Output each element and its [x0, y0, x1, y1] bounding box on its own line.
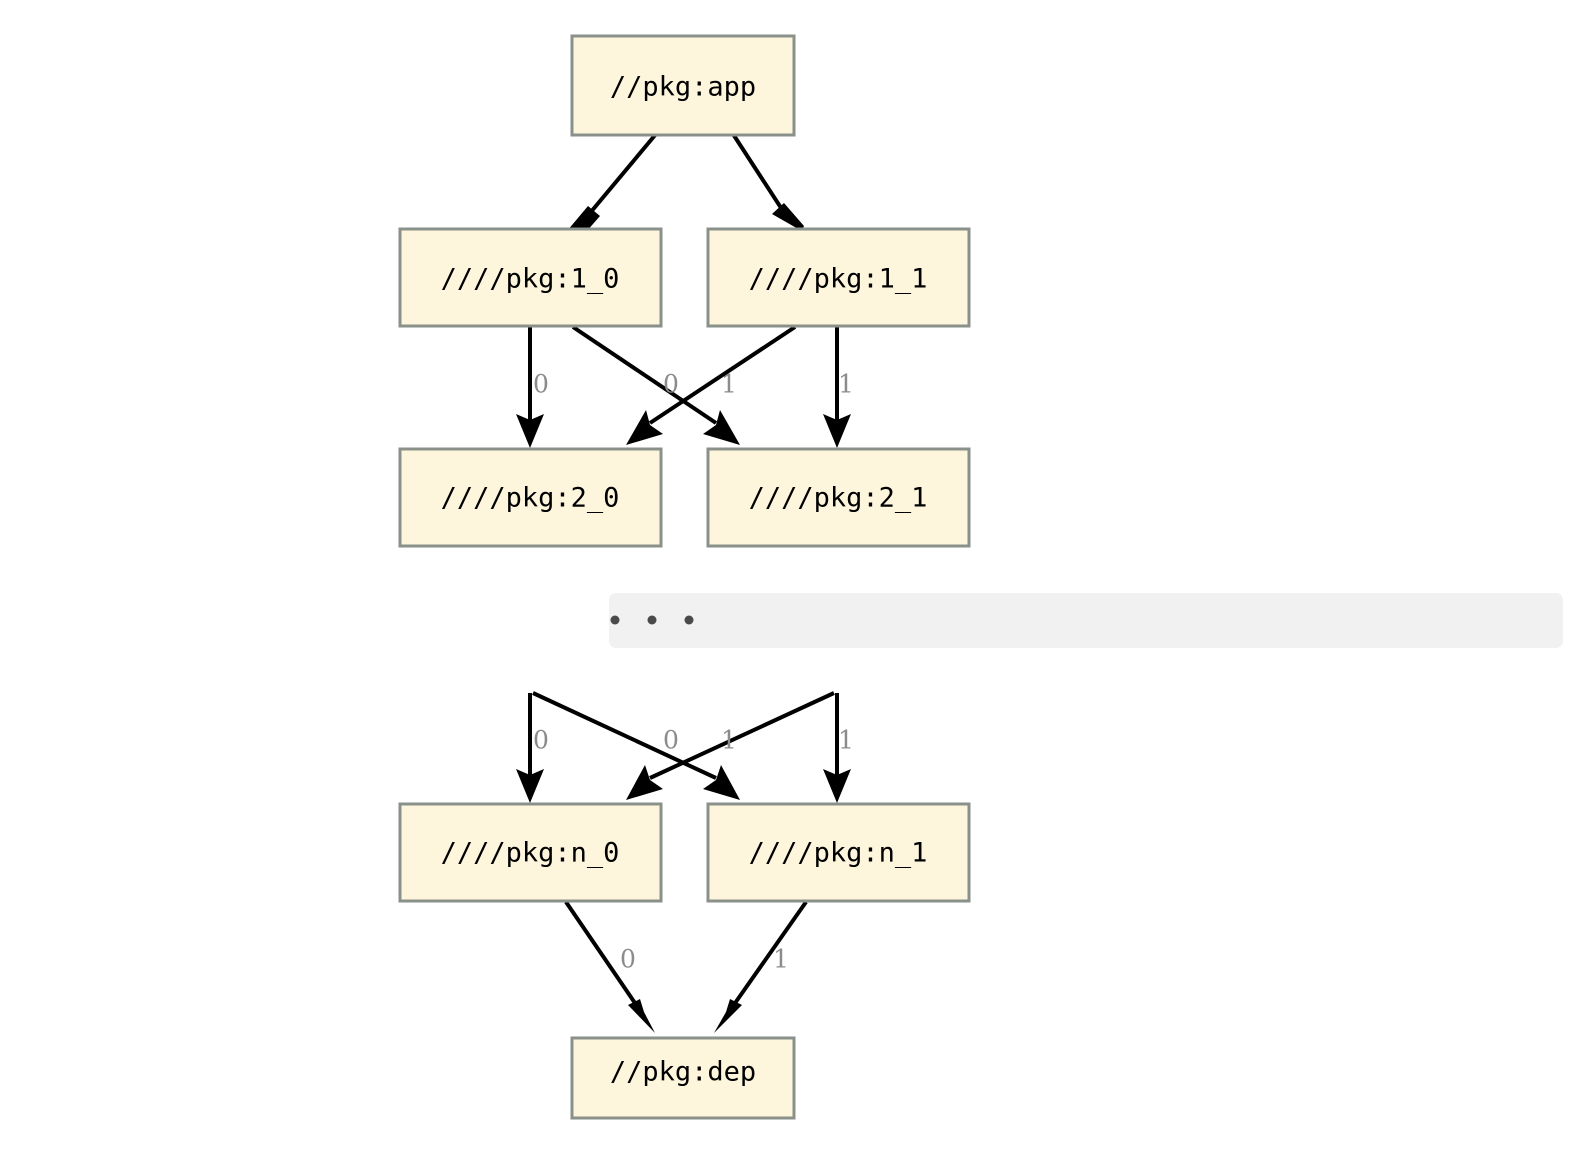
elided-section-indicator[interactable]	[609, 593, 1563, 648]
node-pkg-1_1[interactable]: ////pkg:1_1	[706, 227, 971, 328]
edge-n_0-to-dep[interactable]: 0	[564, 900, 655, 1033]
edge-1_0-to-2_1[interactable]: 0	[571, 325, 740, 445]
edge-label: 1	[721, 726, 737, 755]
arrowhead-icon	[714, 999, 742, 1033]
edge-line	[564, 900, 639, 1008]
edge-line	[731, 132, 787, 216]
ellipsis-dot-icon	[684, 615, 694, 625]
node-pkg-2_0[interactable]: ////pkg:2_0	[398, 447, 663, 548]
edge-label: 1	[721, 370, 737, 399]
edge-label: 0	[663, 726, 679, 755]
edge-group-upper: 0 0 1 1	[516, 132, 854, 448]
node-pkg-1_0[interactable]: ////pkg:1_0	[398, 227, 663, 328]
node-box	[706, 802, 971, 903]
arrowhead-icon	[823, 414, 851, 448]
edge-label: 0	[533, 726, 549, 755]
node-pkg-n_1[interactable]: ////pkg:n_1	[706, 802, 971, 903]
edge-label: 0	[533, 370, 549, 399]
node-box	[570, 1036, 796, 1120]
edge-line	[571, 325, 718, 425]
edge-app-to-1_1[interactable]	[731, 132, 804, 239]
node-group-upper: //pkg:app ////pkg:1_0 ////pkg:1_1 ////pk…	[398, 34, 971, 548]
edge-app-to-1_0[interactable]	[567, 132, 658, 240]
node-dep[interactable]: //pkg:dep	[570, 1036, 796, 1120]
edge-line	[649, 691, 835, 780]
edge-1_1-to-2_0[interactable]: 1	[626, 325, 797, 445]
ellipsis-dot-icon	[610, 615, 620, 625]
node-box	[706, 447, 971, 548]
edge-elided-to-n_0-a[interactable]: 0	[516, 693, 549, 803]
node-label: ////pkg:n_0	[441, 838, 620, 869]
node-pkg-n_0[interactable]: ////pkg:n_0	[398, 802, 663, 903]
edge-label: 1	[838, 726, 854, 755]
arrowhead-icon	[516, 769, 544, 803]
node-app[interactable]: //pkg:app	[570, 34, 796, 137]
edge-label: 0	[663, 370, 679, 399]
node-label: ////pkg:1_1	[749, 264, 928, 295]
arrowhead-icon	[516, 414, 544, 448]
arrowhead-icon	[772, 203, 804, 239]
edge-line	[731, 900, 808, 1008]
node-label: ////pkg:2_1	[749, 483, 928, 514]
edge-group-lower: 0 0 1 1 0 1	[516, 691, 854, 1033]
edge-line	[583, 132, 658, 221]
ellipsis-bar	[609, 593, 1563, 648]
node-box	[570, 34, 796, 137]
node-group-lower: ////pkg:n_0 ////pkg:n_1 //pkg:dep	[398, 802, 971, 1120]
arrowhead-icon	[626, 765, 663, 800]
edge-label: 0	[620, 945, 636, 974]
edge-1_0-to-2_0[interactable]: 0	[516, 327, 549, 448]
edge-n_1-to-dep[interactable]: 1	[714, 900, 808, 1033]
node-label: ////pkg:1_0	[441, 264, 620, 295]
arrowhead-icon	[703, 765, 740, 800]
arrowhead-icon	[628, 999, 655, 1033]
arrowhead-icon	[626, 410, 663, 445]
edge-elided-to-n_0-b[interactable]: 1	[626, 691, 835, 800]
edge-1_1-to-2_1[interactable]: 1	[823, 327, 854, 448]
edge-elided-to-n_1-a[interactable]: 0	[532, 691, 740, 800]
edge-label: 1	[838, 370, 854, 399]
node-label: //pkg:dep	[610, 1057, 756, 1088]
node-box	[398, 447, 663, 548]
edge-label: 1	[773, 945, 789, 974]
node-box	[398, 227, 663, 328]
edge-line	[648, 325, 797, 425]
arrowhead-icon	[703, 410, 740, 445]
node-label: //pkg:app	[610, 72, 756, 103]
node-box	[398, 802, 663, 903]
edge-elided-to-n_1-b[interactable]: 1	[823, 693, 854, 803]
arrowhead-icon	[823, 769, 851, 803]
node-pkg-2_1[interactable]: ////pkg:2_1	[706, 447, 971, 548]
node-box	[706, 227, 971, 328]
ellipsis-dot-icon	[647, 615, 657, 625]
node-label: ////pkg:2_0	[441, 483, 620, 514]
node-label: ////pkg:n_1	[749, 838, 928, 869]
edge-line	[532, 691, 717, 780]
